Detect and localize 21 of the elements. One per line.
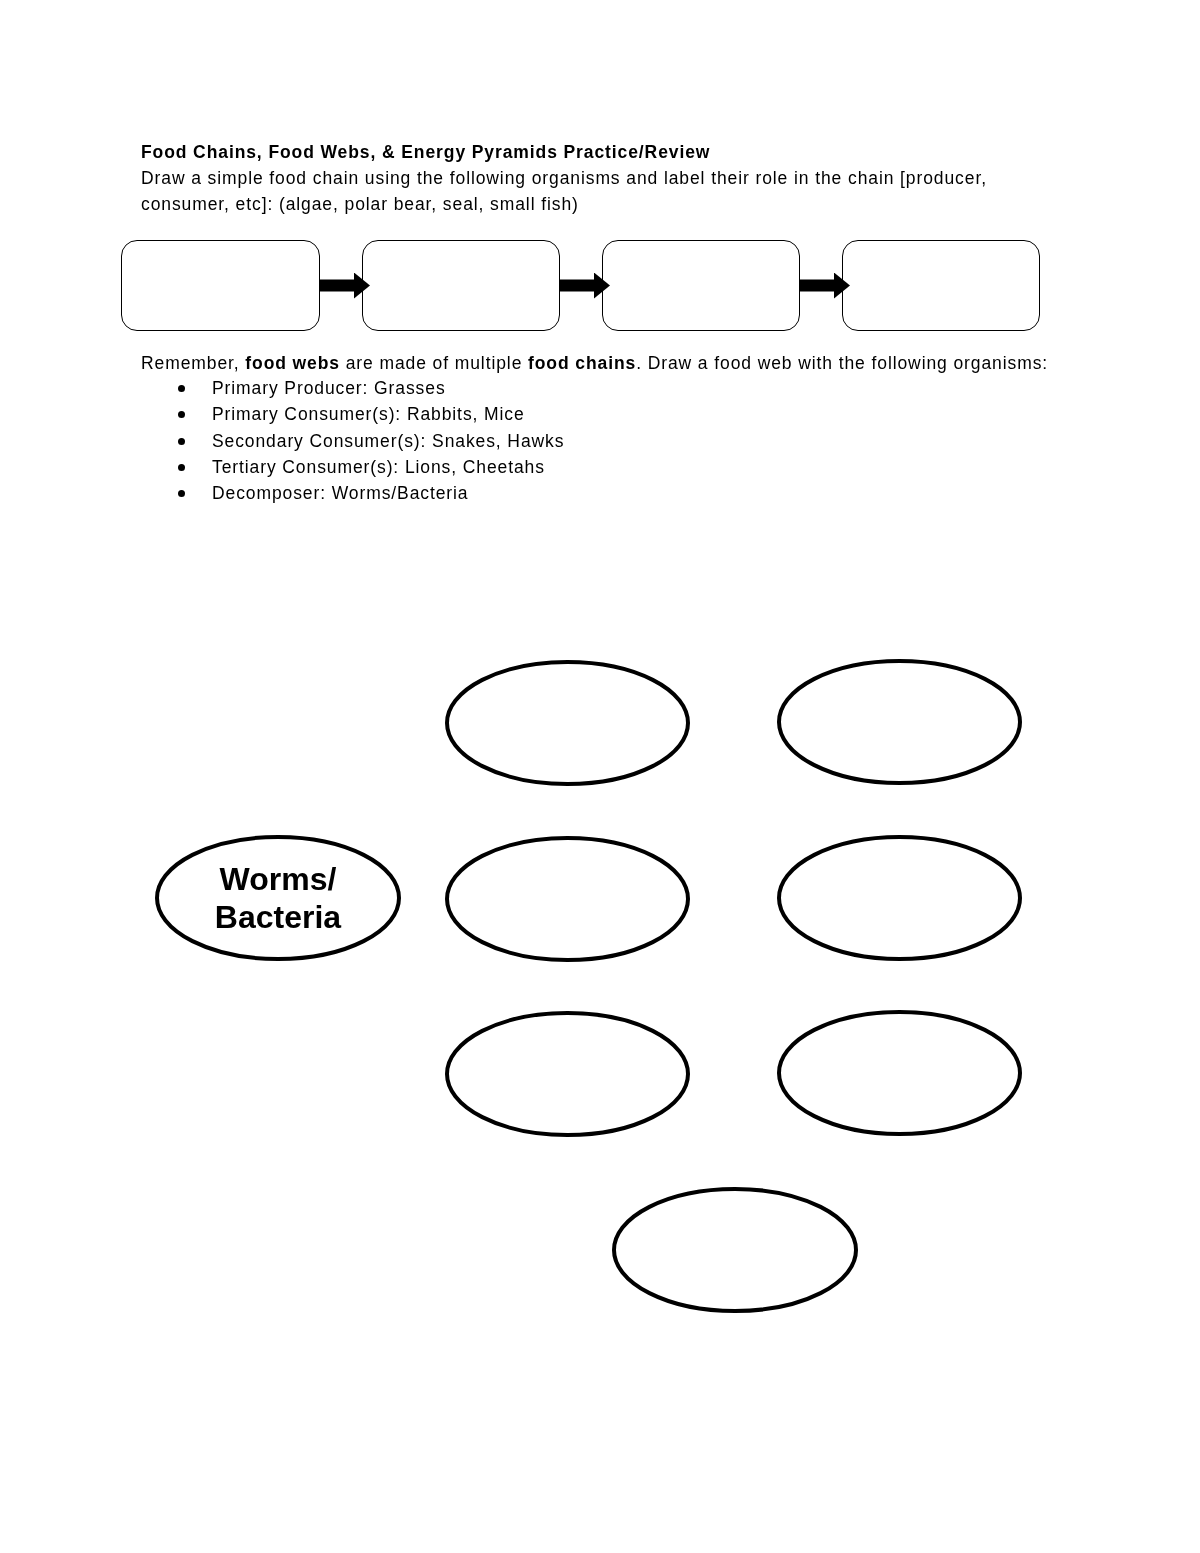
chain-box <box>602 240 800 331</box>
instruction-text: Remember, food webs are made of multiple food chains. Draw a food web with the following organisms: <box>141 352 1050 375</box>
title: Food Chains, Food Webs, & Energy Pyramids Practice/Review <box>141 141 711 164</box>
oval-node <box>445 836 690 962</box>
oval-node <box>612 1187 858 1313</box>
oval-node <box>445 1011 690 1137</box>
list-item-text: Primary Producer: Grasses <box>212 377 446 400</box>
oval-node <box>777 835 1022 961</box>
chain-box <box>121 240 320 331</box>
instruction-text: Draw a simple food chain using the following organisms and label their role in the chain [producer, consumer, etc]: (algae, polar bear, seal, small fish) <box>141 167 988 216</box>
list-item-text: Primary Consumer(s): Rabbits, Mice <box>212 403 525 427</box>
oval-node <box>777 1010 1022 1136</box>
chain-box <box>362 240 560 331</box>
oval-node <box>155 835 401 961</box>
list-item-text: Tertiary Consumer(s): Lions, Cheetahs <box>212 455 545 479</box>
list-item-text: Decomposer: Worms/Bacteria <box>212 482 469 505</box>
oval-node <box>445 660 690 786</box>
oval-node <box>777 659 1022 785</box>
chain-box <box>842 240 1040 331</box>
node-label: Worms/ Bacteria <box>213 860 343 936</box>
list-item-text: Secondary Consumer(s): Snakes, Hawks <box>212 429 565 453</box>
